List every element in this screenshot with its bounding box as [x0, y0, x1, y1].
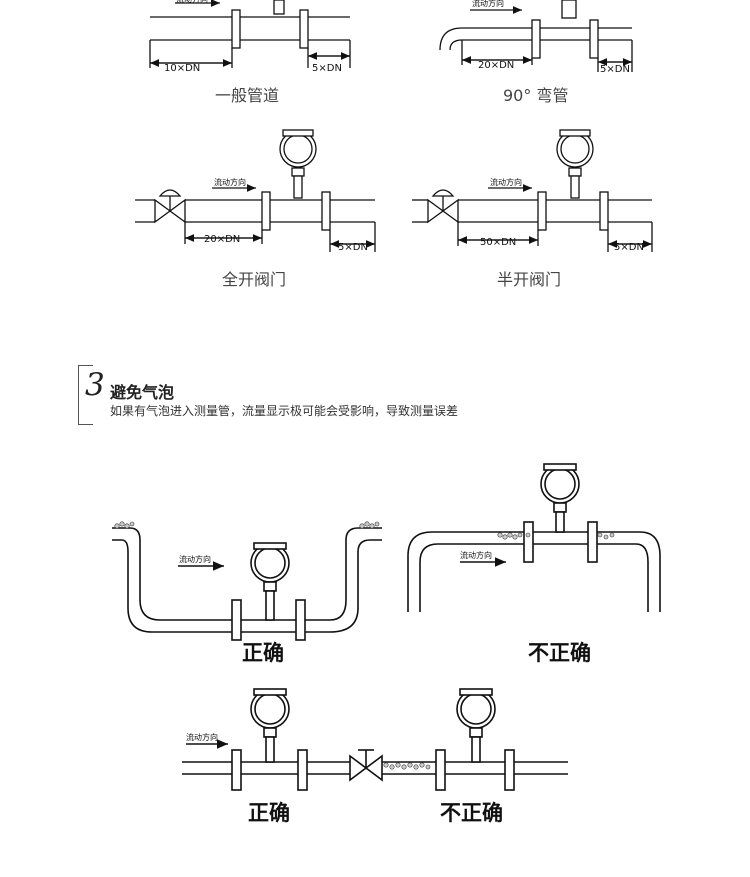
caption-half-open-valve: 半开阀门 [497, 270, 562, 289]
dim-full-down: 5×DN [338, 242, 368, 253]
straight-pipe-diagram [182, 688, 568, 791]
bubbles-u-right [359, 521, 380, 529]
general-pipe-diagram [149, 0, 351, 68]
caption-elbow: 90° 弯管 [503, 86, 569, 105]
bubbles-u-left [114, 521, 135, 529]
label-straight-incorrect: 不正确 [440, 801, 503, 825]
dim-elbow-up: 20×DN [478, 60, 514, 71]
section-number: 3 [85, 367, 105, 403]
flow-label-hump: 流动方向 [460, 550, 492, 560]
flow-label-half: 流动方向 [490, 177, 522, 187]
flow-label-u: 流动方向 [179, 554, 211, 564]
flow-label-elbow: 流动方向 [472, 0, 504, 8]
dim-elbow-down: 5×DN [600, 64, 630, 75]
elbow-pipe-diagram [439, 0, 633, 72]
section-description: 如果有气泡进入测量管，流量显示极可能会受影响，导致测量误差 [110, 404, 459, 418]
bubbles-hump [497, 532, 615, 540]
u-pipe-correct-diagram [112, 527, 382, 641]
half-open-valve-diagram [412, 129, 653, 252]
section-bracket [78, 365, 93, 425]
dim-half-up: 50×DN [480, 237, 516, 248]
full-open-valve-diagram [135, 129, 376, 252]
dim-general-up: 10×DN [164, 63, 200, 74]
hump-pipe-incorrect-diagram [407, 463, 661, 612]
label-hump-incorrect: 不正确 [528, 641, 591, 665]
dim-half-down: 5×DN [614, 242, 644, 253]
flow-label-straight: 流动方向 [186, 732, 218, 742]
bubbles-straight [383, 762, 431, 770]
flow-label-full: 流动方向 [214, 177, 246, 187]
label-u-correct: 正确 [242, 641, 284, 665]
flow-label-general: 流动方向 [176, 0, 208, 4]
dim-general-down: 5×DN [312, 63, 342, 74]
caption-full-open-valve: 全开阀门 [222, 270, 287, 289]
label-straight-correct: 正确 [248, 801, 290, 825]
section-title: 避免气泡 [110, 383, 175, 402]
dim-full-up: 20×DN [204, 234, 240, 245]
caption-general-pipe: 一般管道 [215, 86, 280, 105]
